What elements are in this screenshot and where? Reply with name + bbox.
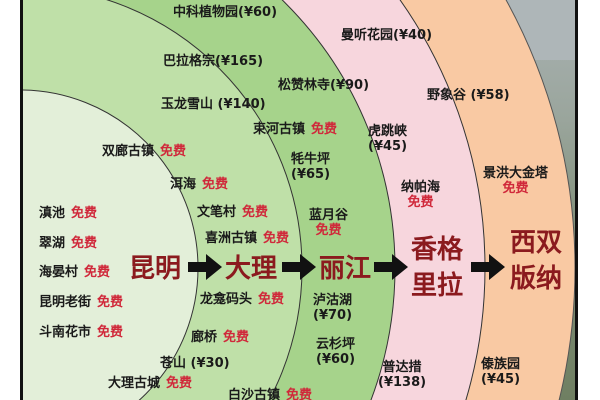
diagram-frame: 中科植物园(¥60) 曼听花园(¥40) 野象谷 (¥58) 景洪大金塔免费 傣… bbox=[20, 0, 578, 400]
spot-xizhou-town: 喜洲古镇免费 bbox=[205, 231, 290, 246]
spot-spruce-meadow: 云杉坪(¥60) bbox=[316, 337, 356, 367]
spot-lugu-lake: 泸沽湖(¥70) bbox=[313, 293, 353, 323]
spot-wenbi-village: 文笔村免费 bbox=[197, 205, 269, 220]
city-shangrila-line2: 里拉 bbox=[411, 271, 464, 301]
spot-dounan-flower-market: 斗南花市免费 bbox=[39, 325, 124, 340]
city-kunming: 昆明 bbox=[129, 254, 182, 284]
spot-cuihu: 翠湖免费 bbox=[39, 236, 98, 251]
city-xishuangbanna-line2: 版纳 bbox=[510, 264, 563, 294]
spot-erhai: 洱海免费 bbox=[170, 177, 229, 192]
spot-wild-elephant-valley: 野象谷 (¥58) bbox=[427, 88, 510, 103]
spot-baisha-town: 白沙古镇免费 bbox=[228, 388, 313, 400]
arrow-right-icon bbox=[374, 254, 408, 280]
spot-shuhe-town: 束河古镇免费 bbox=[253, 122, 338, 137]
spot-haiyan-village: 海晏村免费 bbox=[39, 265, 111, 280]
spot-blue-moon-valley: 蓝月谷免费 bbox=[309, 208, 349, 238]
spot-jinghong-pagoda: 景洪大金塔免费 bbox=[483, 166, 549, 196]
spot-manting-park: 曼听花园(¥40) bbox=[341, 28, 433, 43]
city-dali: 大理 bbox=[225, 254, 278, 284]
spot-napahai: 纳帕海免费 bbox=[401, 180, 441, 210]
spot-pudacuo: 普达措(¥138) bbox=[378, 360, 427, 390]
spot-dali-old-town: 大理古城免费 bbox=[108, 376, 193, 391]
arrow-right-icon bbox=[471, 254, 505, 280]
spot-songzanlin: 松赞林寺(¥90) bbox=[278, 78, 370, 93]
city-xishuangbanna: 西双 版纳 bbox=[510, 225, 562, 297]
spot-jade-dragon-snow-mountain: 玉龙雪山 (¥140) bbox=[161, 97, 266, 112]
concentric-rings bbox=[23, 0, 575, 400]
spot-yak-meadow: 牦牛坪(¥65) bbox=[291, 152, 331, 182]
city-shangrila: 香格 里拉 bbox=[411, 232, 463, 304]
spot-dai-park: 傣族园(¥45) bbox=[481, 357, 521, 387]
spot-longkan-pier: 龙龛码头免费 bbox=[200, 292, 285, 307]
spot-balagezong: 巴拉格宗(¥165) bbox=[163, 54, 264, 69]
city-lijiang: 丽江 bbox=[319, 254, 372, 284]
spot-kunming-old-street: 昆明老街免费 bbox=[39, 295, 124, 310]
spot-tiger-leaping-gorge: 虎跳峡(¥45) bbox=[368, 124, 408, 154]
city-xishuangbanna-line1: 西双 bbox=[510, 228, 563, 258]
city-shangrila-line1: 香格 bbox=[411, 235, 464, 265]
spot-zhongke-garden: 中科植物园(¥60) bbox=[173, 5, 278, 20]
spot-shuanglang-town: 双廊古镇免费 bbox=[102, 144, 187, 159]
arrow-right-icon bbox=[282, 254, 316, 280]
spot-langqiao: 廊桥免费 bbox=[191, 330, 250, 345]
spot-dianchi: 滇池免费 bbox=[39, 206, 98, 221]
arrow-right-icon bbox=[188, 254, 222, 280]
spot-cangshan: 苍山 (¥30) bbox=[160, 356, 230, 371]
